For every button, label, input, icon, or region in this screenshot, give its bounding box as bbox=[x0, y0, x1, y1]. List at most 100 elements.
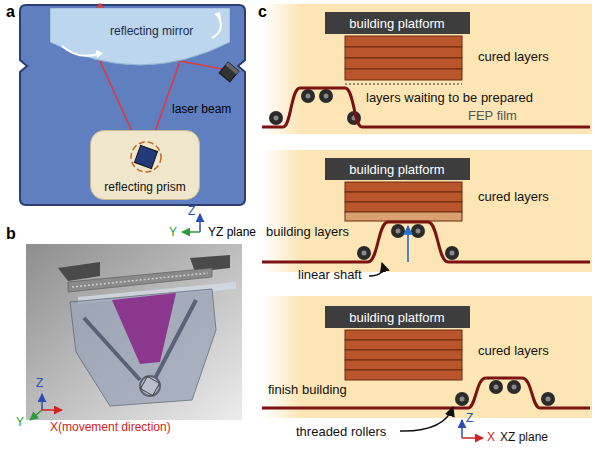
drawing-rect bbox=[345, 360, 462, 370]
drawing-line bbox=[180, 61, 222, 69]
drawing-circle bbox=[140, 376, 160, 396]
node-text: building platform bbox=[349, 162, 444, 178]
building-platform: building platform bbox=[325, 306, 470, 328]
label-text: cured layers bbox=[478, 49, 549, 65]
axes-xyz bbox=[30, 394, 62, 420]
label-text: X(movement direction) bbox=[50, 420, 171, 434]
drawing-path bbox=[262, 222, 590, 262]
label-text: Y bbox=[169, 225, 177, 239]
label-text: X bbox=[487, 430, 495, 444]
fep-film bbox=[262, 88, 590, 408]
drawing-circle bbox=[489, 380, 503, 394]
drawing-circle bbox=[396, 229, 401, 234]
drawing-rect bbox=[345, 192, 462, 202]
drawing-circle bbox=[494, 385, 499, 390]
rotation-ring bbox=[131, 142, 161, 172]
leader-arrow bbox=[400, 407, 453, 431]
drawing-g bbox=[269, 89, 361, 125]
drawing-circle bbox=[324, 94, 329, 99]
drawing-line bbox=[30, 410, 42, 420]
drawing-rect bbox=[345, 47, 462, 58]
label-text: cured layers bbox=[478, 343, 549, 359]
drawing-circle bbox=[411, 224, 425, 238]
drawing-rect bbox=[262, 4, 592, 134]
rotation-arrow bbox=[62, 46, 98, 56]
drawing-rect bbox=[345, 212, 462, 221]
drawing-circle bbox=[319, 89, 333, 103]
drawing-rect bbox=[345, 340, 462, 350]
node-text: reflecting prism bbox=[104, 180, 185, 194]
building-platform: building platform bbox=[325, 12, 470, 34]
drawing-rect bbox=[345, 36, 462, 47]
drawing-rect bbox=[345, 350, 462, 360]
drawing-circle bbox=[416, 229, 421, 234]
rotation-arrowhead bbox=[96, 50, 103, 58]
drawing-rect bbox=[262, 296, 592, 418]
drawing-line bbox=[462, 437, 483, 439]
drawing-rect bbox=[345, 69, 462, 80]
label-text: linear shaft bbox=[298, 267, 362, 283]
label-text: FEP film bbox=[468, 108, 517, 124]
laser-source bbox=[219, 62, 239, 82]
drawing-circle bbox=[507, 380, 521, 394]
drawing-circle bbox=[546, 397, 551, 402]
drawing-circle bbox=[274, 116, 279, 121]
drawing-circle bbox=[512, 385, 517, 390]
drawing-path bbox=[262, 88, 590, 127]
drawing-rect bbox=[345, 182, 462, 192]
rotation-arrowhead bbox=[214, 12, 221, 19]
printer-render bbox=[26, 244, 242, 420]
label-text: Z bbox=[36, 376, 43, 390]
waiting-layer-line bbox=[345, 84, 462, 85]
reflecting-mirror: reflecting mirror bbox=[50, 8, 230, 80]
drawing-circle bbox=[391, 224, 405, 238]
label-text: laser beam bbox=[172, 102, 231, 116]
building-platform: building platform bbox=[325, 158, 470, 180]
node-text: building platform bbox=[349, 310, 444, 326]
panel-letter: a bbox=[6, 2, 15, 21]
mirror-shape bbox=[50, 8, 230, 80]
label-text: finish building bbox=[268, 382, 347, 398]
drawing-rect bbox=[262, 150, 592, 272]
drawing-circle bbox=[301, 89, 315, 103]
drawing-g bbox=[455, 380, 555, 406]
resin-ground bbox=[262, 4, 592, 418]
drawing-g bbox=[274, 94, 357, 121]
label-text: cured layers bbox=[478, 189, 549, 205]
label-text: Z bbox=[466, 411, 473, 425]
reflecting-prism: reflecting prism bbox=[90, 130, 200, 200]
drawing-circle bbox=[445, 246, 459, 260]
cured-layers bbox=[345, 36, 462, 380]
text-box: reflecting prism bbox=[91, 177, 199, 195]
drawing-circle bbox=[362, 251, 367, 256]
drawing-rect bbox=[345, 370, 462, 380]
printer-housing bbox=[20, 5, 245, 205]
drawing-rect bbox=[219, 62, 239, 82]
drawing-path bbox=[70, 289, 216, 406]
drawing-line bbox=[42, 409, 62, 411]
node-text: building platform bbox=[349, 16, 444, 32]
drawing-path bbox=[262, 378, 590, 408]
drawing-rect bbox=[226, 62, 239, 74]
drawing-rect bbox=[26, 244, 242, 420]
label-text: XZ plane bbox=[500, 430, 548, 444]
label-text: layers waiting to be prepared bbox=[366, 90, 533, 106]
drawing-circle bbox=[269, 111, 283, 125]
drawing-rect bbox=[345, 330, 462, 340]
drawing-path bbox=[84, 300, 196, 388]
panel-letter: c bbox=[258, 2, 267, 21]
label-text: YZ plane bbox=[208, 225, 256, 239]
drawing-circle bbox=[357, 246, 371, 260]
label-text: Z bbox=[188, 204, 195, 218]
shaft-arrow bbox=[407, 226, 409, 262]
drawing-circle bbox=[541, 392, 555, 406]
drawing-circle bbox=[306, 94, 311, 99]
node-text: reflecting mirror bbox=[110, 24, 193, 38]
label-text: building layers bbox=[266, 224, 349, 240]
drawing-line bbox=[41, 394, 43, 410]
drawing-rect bbox=[140, 376, 159, 395]
leader-arrow bbox=[369, 263, 383, 276]
drawing-line bbox=[182, 231, 200, 233]
label-text: threaded rollers bbox=[296, 424, 386, 440]
